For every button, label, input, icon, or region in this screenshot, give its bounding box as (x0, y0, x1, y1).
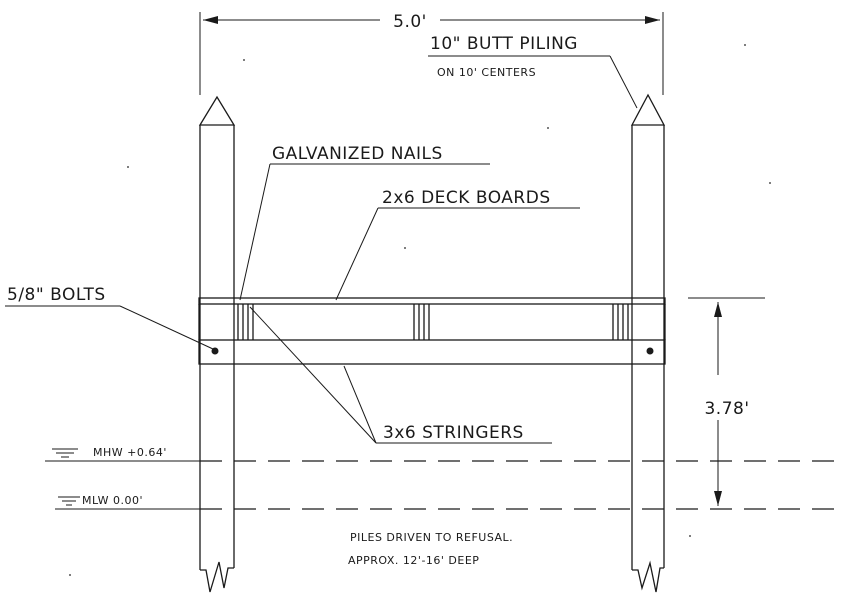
width-dimension-label: 5.0' (393, 12, 427, 32)
height-dimension: 3.78' (688, 297, 765, 506)
right-bolt (646, 347, 654, 355)
note-line-2: APPROX. 12'-16' DEEP (348, 554, 479, 567)
piling-callout: 10" BUTT PILING ON 10' CENTERS (428, 34, 638, 109)
note-line-1: PILES DRIVEN TO REFUSAL. (350, 531, 513, 544)
height-dimension-label: 3.78' (704, 399, 749, 419)
stringers (198, 304, 666, 365)
deck-label: 2x6 DECK BOARDS (382, 188, 551, 208)
pile-note: PILES DRIVEN TO REFUSAL. APPROX. 12'-16'… (348, 531, 513, 567)
water-levels: MHW +0.64' MLW 0.00' (45, 446, 840, 510)
right-pile (630, 93, 666, 593)
deck-boards (198, 297, 666, 305)
nails-callout: GALVANIZED NAILS (239, 144, 490, 301)
paper-specks (69, 44, 771, 576)
bolts-callout: 5/8" BOLTS (5, 285, 214, 350)
width-dimension: 5.0' (199, 12, 664, 95)
mlw-label: MLW 0.00' (82, 494, 143, 507)
left-pile (198, 95, 236, 593)
left-bolt (211, 347, 219, 355)
piling-sub-label: ON 10' CENTERS (437, 66, 536, 79)
mhw-marker: MHW +0.64' (45, 446, 200, 462)
bolts-label: 5/8" BOLTS (7, 285, 106, 305)
mlw-marker: MLW 0.00' (55, 494, 200, 510)
stringers-label: 3x6 STRINGERS (383, 423, 524, 443)
mhw-label: MHW +0.64' (93, 446, 167, 459)
piling-label: 10" BUTT PILING (430, 34, 578, 54)
stringers-callout: 3x6 STRINGERS (249, 306, 552, 444)
deck-callout: 2x6 DECK BOARDS (335, 188, 580, 301)
nails-label: GALVANIZED NAILS (272, 144, 443, 164)
